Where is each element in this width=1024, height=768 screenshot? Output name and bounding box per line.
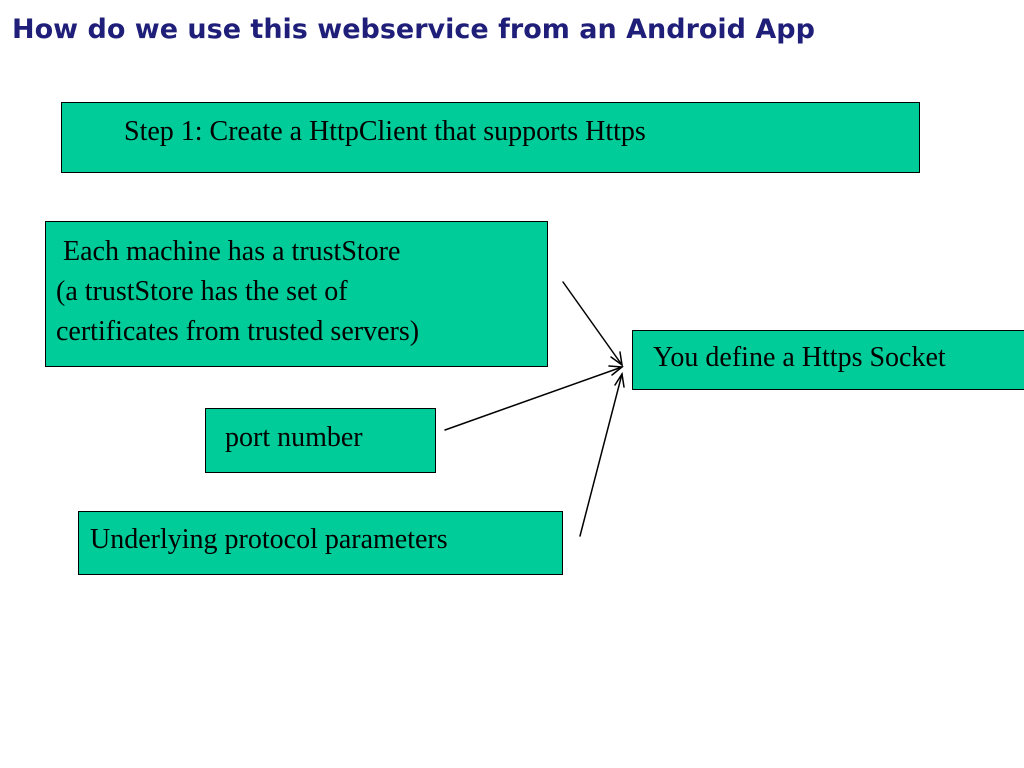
truststore-box: Each machine has a trustStore (a trustSt… (45, 221, 548, 367)
step1-text: Step 1: Create a HttpClient that support… (124, 116, 646, 147)
https-socket-text: You define a Https Socket (653, 342, 946, 373)
step1-box: Step 1: Create a HttpClient that support… (61, 102, 920, 173)
protocol-parameters-box: Underlying protocol parameters (78, 511, 563, 575)
arrowhead-protocol (614, 371, 625, 388)
truststore-line: certificates from trusted servers) (56, 316, 420, 347)
port-number-text: port number (225, 422, 363, 453)
arrowhead-port (608, 365, 624, 376)
arrow-port-to-socket (444, 366, 623, 431)
arrowhead-truststore (610, 351, 624, 367)
truststore-line: (a trustStore has the set of (56, 276, 348, 307)
port-number-box: port number (205, 408, 436, 473)
page-title: How do we use this webservice from an An… (12, 14, 815, 45)
truststore-line: Each machine has a trustStore (56, 236, 401, 267)
https-socket-box: You define a Https Socket (632, 330, 1024, 390)
arrow-truststore-to-socket (562, 281, 623, 366)
arrow-protocol-to-socket (579, 373, 623, 537)
protocol-parameters-text: Underlying protocol parameters (90, 524, 448, 555)
